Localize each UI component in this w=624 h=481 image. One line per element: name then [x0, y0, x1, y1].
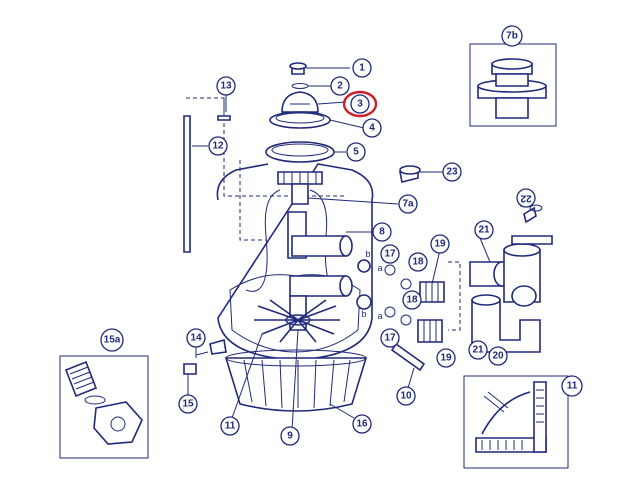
svg-text:1: 1 — [359, 63, 365, 74]
svg-text:21: 21 — [472, 345, 484, 356]
svg-text:11: 11 — [567, 381, 578, 392]
svg-text:16: 16 — [356, 419, 368, 430]
callout-19-upper: 19 — [430, 234, 450, 254]
svg-text:7a: 7a — [402, 199, 414, 210]
inset-11 — [463, 375, 569, 469]
letter-b-lower: b — [361, 309, 366, 319]
svg-text:13: 13 — [220, 81, 232, 92]
svg-text:8: 8 — [379, 227, 385, 238]
callout-13: 13 — [216, 76, 236, 96]
svg-text:17: 17 — [384, 333, 396, 344]
tie-rod — [183, 97, 346, 253]
inset-7b — [469, 43, 557, 127]
svg-text:10: 10 — [400, 391, 412, 402]
callout-20: 20 — [488, 346, 508, 366]
svg-text:3: 3 — [357, 99, 363, 110]
callout-23: 23 — [442, 162, 462, 182]
svg-text:14: 14 — [190, 333, 202, 344]
svg-text:19: 19 — [434, 239, 446, 250]
svg-text:23: 23 — [446, 167, 458, 178]
svg-text:17: 17 — [384, 249, 396, 260]
svg-text:9: 9 — [287, 431, 293, 442]
callout-11-inset: 11 — [561, 375, 583, 397]
leader-lines — [187, 67, 526, 431]
svg-text:4: 4 — [369, 123, 375, 134]
callout-8: 8 — [372, 222, 392, 242]
callout-1: 1 — [352, 58, 372, 78]
callout-4: 4 — [362, 118, 382, 138]
svg-text:20: 20 — [492, 351, 504, 362]
callout-9: 9 — [280, 426, 300, 446]
callout-16: 16 — [352, 414, 372, 434]
fittings — [183, 259, 445, 375]
svg-text:7b: 7b — [506, 31, 518, 42]
callout-21-upper: 21 — [474, 220, 494, 240]
callout-2: 2 — [330, 76, 350, 96]
callout-7b: 7b — [501, 25, 523, 47]
letter-a-upper: a — [377, 263, 382, 273]
callout-22: 22 — [516, 188, 536, 208]
svg-text:19: 19 — [440, 353, 452, 364]
callout-12: 12 — [208, 136, 228, 156]
highlight-ring-3 — [342, 90, 378, 118]
svg-text:2: 2 — [337, 81, 343, 92]
callout-18-upper: 18 — [408, 252, 428, 272]
callout-18-lower: 18 — [402, 290, 422, 310]
filter-tank — [209, 163, 374, 412]
callout-7a: 7a — [398, 194, 418, 214]
svg-text:5: 5 — [353, 147, 359, 158]
svg-text:21: 21 — [478, 225, 490, 236]
callout-15: 15 — [178, 394, 198, 414]
callout-10: 10 — [396, 386, 416, 406]
callout-15a: 15a — [100, 328, 124, 352]
svg-text:11: 11 — [225, 421, 236, 432]
multiport-valve — [448, 204, 553, 353]
svg-text:18: 18 — [412, 257, 424, 268]
letter-b-upper: b — [365, 249, 370, 259]
callout-17-lower: 17 — [380, 328, 400, 348]
svg-text:22: 22 — [520, 193, 532, 204]
callout-17-upper: 17 — [380, 244, 400, 264]
svg-text:12: 12 — [212, 141, 224, 152]
callout-3: 3 — [350, 94, 370, 114]
top-parts — [217, 62, 421, 343]
svg-text:15: 15 — [182, 399, 194, 410]
callout-14: 14 — [186, 328, 206, 348]
inset-15a — [59, 355, 149, 459]
callout-21-lower: 21 — [468, 340, 488, 360]
callout-5: 5 — [346, 142, 366, 162]
svg-text:15a: 15a — [104, 335, 121, 346]
svg-text:18: 18 — [406, 295, 418, 306]
callout-11-main: 11 — [220, 416, 240, 436]
callout-19-lower: 19 — [436, 348, 456, 368]
letter-a-lower: a — [377, 311, 382, 321]
